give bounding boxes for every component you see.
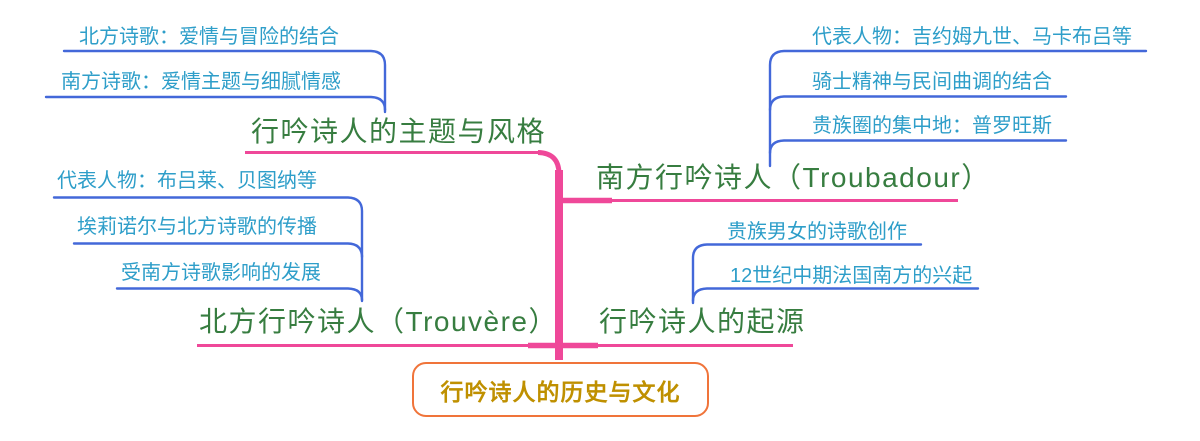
leaf-south-poetry[interactable]: 南方诗歌：爱情主题与细腻情感 <box>61 71 341 93</box>
child-line-12th-century <box>691 287 980 303</box>
child-line-troubadour-figures <box>768 49 1148 168</box>
root-topic[interactable]: 行吟诗人的历史与文化 <box>412 362 709 417</box>
child-line-south-poetry <box>44 95 387 112</box>
trunk-top-corner <box>537 150 562 175</box>
leaf-noble-poetry[interactable]: 贵族男女的诗歌创作 <box>727 221 907 243</box>
child-line-south-influence <box>115 287 364 302</box>
leaf-eleanor-spread[interactable]: 埃莉诺尔与北方诗歌的传播 <box>77 216 317 238</box>
child-line-eleanor <box>72 242 364 259</box>
child-line-noble-poetry <box>691 243 923 305</box>
child-line-north-poetry <box>62 49 387 114</box>
leaf-12th-century-rise[interactable]: 12世纪中期法国南方的兴起 <box>730 265 973 287</box>
leaf-north-poetry[interactable]: 北方诗歌：爱情与冒险的结合 <box>79 26 339 48</box>
child-line-trouvere-figures <box>52 196 364 303</box>
child-line-provence <box>768 139 1068 155</box>
leaf-chivalry-folk[interactable]: 骑士精神与民间曲调的结合 <box>812 71 1052 93</box>
leaf-south-influence[interactable]: 受南方诗歌影响的发展 <box>121 262 321 284</box>
root-topic-label: 行吟诗人的历史与文化 <box>440 378 681 405</box>
child-line-chivalry <box>768 95 1068 112</box>
topic-southern-troubadour[interactable]: 南方行吟诗人（Troubadour） <box>596 162 991 193</box>
leaf-trouvere-figures[interactable]: 代表人物：布吕莱、贝图纳等 <box>57 170 317 192</box>
leaf-provence-center[interactable]: 贵族圈的集中地：普罗旺斯 <box>812 115 1052 137</box>
topic-themes-style[interactable]: 行吟诗人的主题与风格 <box>251 116 547 147</box>
leaf-troubadour-figures[interactable]: 代表人物：吉约姆九世、马卡布吕等 <box>812 26 1132 48</box>
topic-northern-trouvere[interactable]: 北方行吟诗人（Trouvère） <box>199 306 559 337</box>
topic-origins[interactable]: 行吟诗人的起源 <box>599 306 806 337</box>
